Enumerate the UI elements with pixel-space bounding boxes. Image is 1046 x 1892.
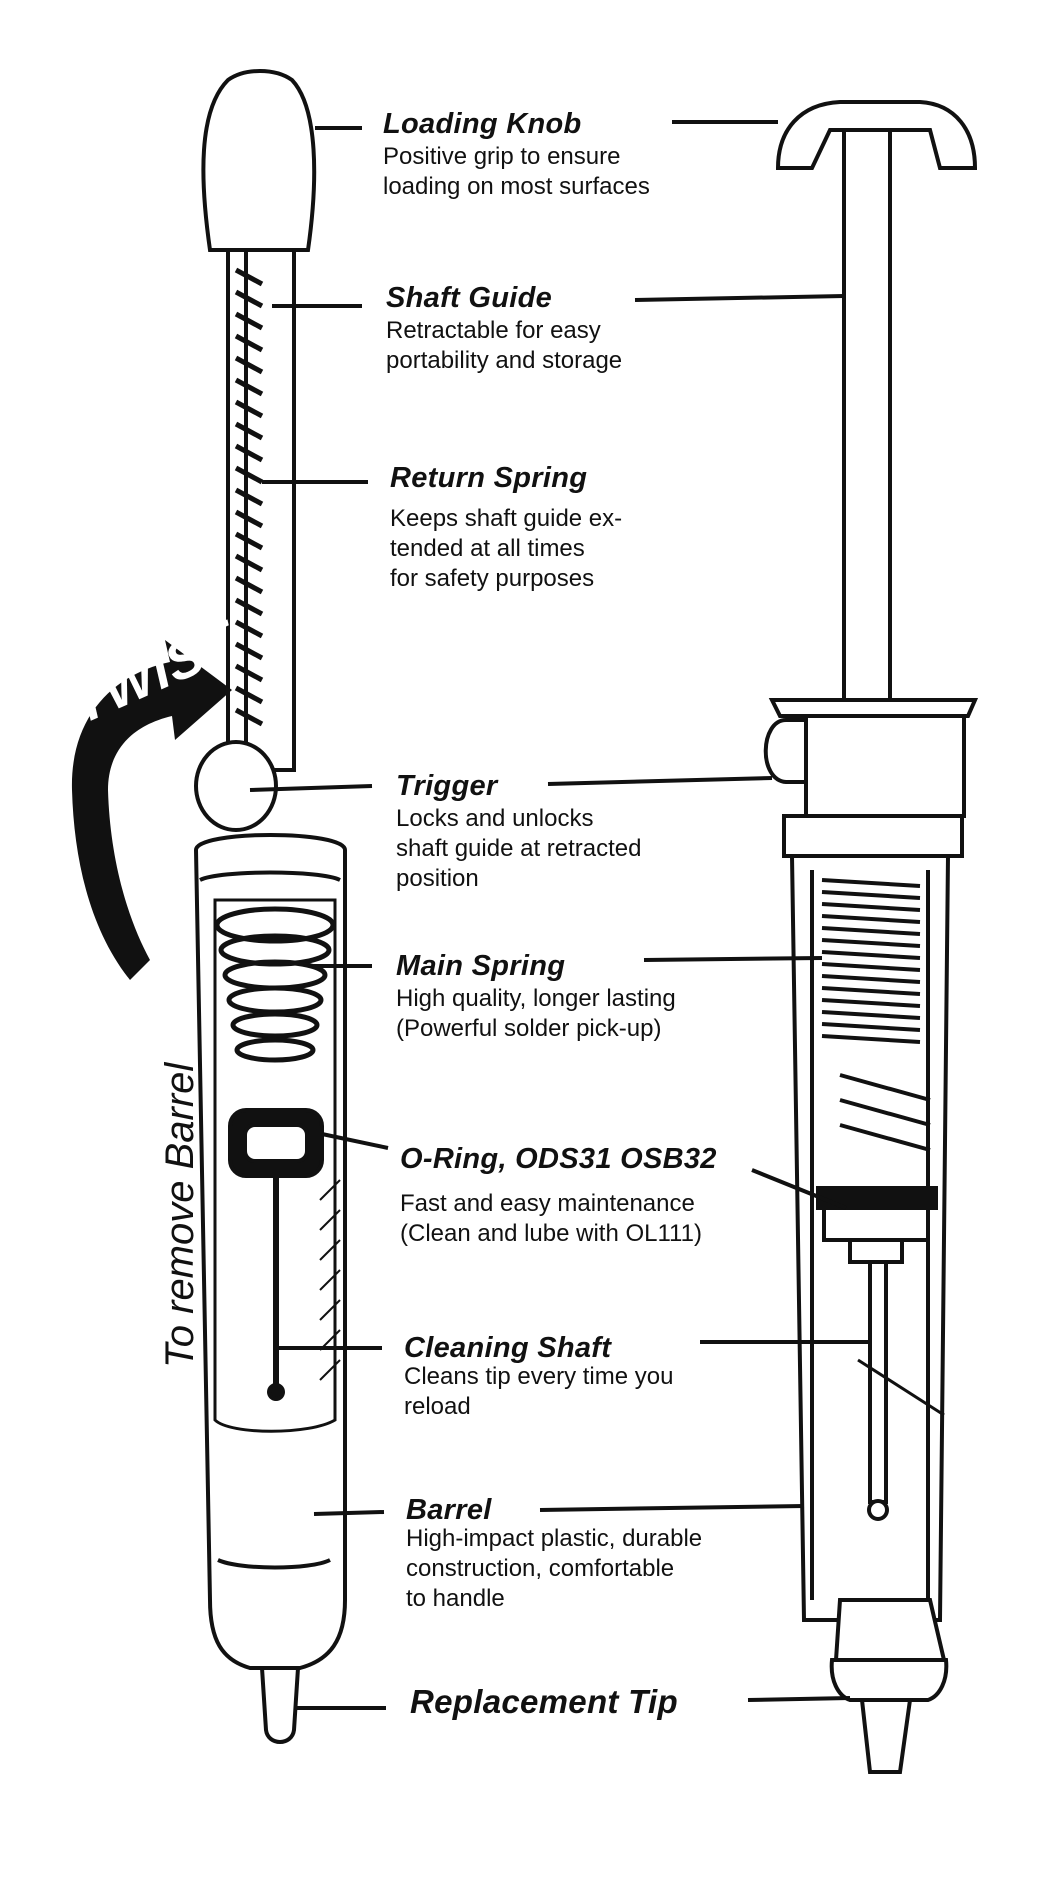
callout-description: Fast and easy maintenance (Clean and lub… <box>400 1189 717 1249</box>
callout-description: Keeps shaft guide ex- tended at all time… <box>390 504 622 594</box>
callout-o-ring: O-Ring, ODS31 OSB32 Fast and easy mainte… <box>400 1143 717 1249</box>
leader-barrel-right <box>539 1504 805 1512</box>
leader-o-ring-left <box>321 1132 389 1150</box>
leader-trigger-right <box>547 776 773 786</box>
twist-arrow <box>71 640 232 980</box>
right-main-spring <box>821 878 931 1152</box>
callout-trigger: Trigger Locks and unlocks shaft guide at… <box>396 770 641 894</box>
callout-line: tended at all times <box>390 535 585 562</box>
callout-title: Shaft Guide <box>386 282 553 314</box>
callout-line: Keeps shaft guide ex- <box>390 505 623 532</box>
callout-line: construction, comfortable <box>406 1555 675 1582</box>
left-replacement-tip <box>259 1666 301 1744</box>
left-return-spring <box>234 267 264 727</box>
callout-replacement-tip: Replacement Tip <box>410 1683 678 1720</box>
left-trigger <box>194 740 278 832</box>
callout-description: High quality, longer lasting (Powerful s… <box>396 984 676 1044</box>
callout-barrel: Barrel High-impact plastic, durable cons… <box>406 1494 702 1614</box>
callout-line: Fast and easy maintenance <box>400 1190 695 1217</box>
callout-line: loading on most surfaces <box>383 173 650 200</box>
callout-description: Positive grip to ensure loading on most … <box>383 142 650 202</box>
callout-description: Retractable for easy portability and sto… <box>386 316 622 376</box>
callout-line: Retractable for easy <box>386 317 601 344</box>
left-main-spring <box>214 906 336 1063</box>
callout-description: Cleans tip every time you reload <box>404 1362 673 1422</box>
callout-return-spring: Return Spring Keeps shaft guide ex- tend… <box>390 462 622 594</box>
callout-line: for safety purposes <box>390 565 595 592</box>
leader-shaft-guide-right <box>634 294 845 302</box>
callout-line: reload <box>404 1393 471 1420</box>
callout-title: Replacement Tip <box>410 1683 678 1720</box>
callout-line: High quality, longer lasting <box>396 985 676 1012</box>
right-loading-knob <box>775 100 978 170</box>
remove-barrel-label: To remove Barrel <box>158 1062 202 1368</box>
callout-title: Trigger <box>396 770 498 802</box>
leader-o-ring-right <box>751 1168 847 1210</box>
callout-description: High-impact plastic, durable constructio… <box>406 1524 702 1614</box>
callout-description: Locks and unlocks shaft guide at retract… <box>396 804 641 894</box>
callout-title: Barrel <box>406 1494 492 1526</box>
callout-line: (Powerful solder pick-up) <box>396 1015 662 1042</box>
callout-line: shaft guide at retracted <box>396 835 642 862</box>
callout-line: position <box>396 865 479 892</box>
callout-line: High-impact plastic, durable <box>406 1525 703 1552</box>
callout-title: O-Ring, ODS31 OSB32 <box>400 1143 717 1175</box>
right-trigger <box>763 718 812 784</box>
callout-title: Loading Knob <box>383 108 582 140</box>
leader-replacement-tip-right <box>747 1696 851 1702</box>
callout-line: Locks and unlocks <box>396 805 594 832</box>
leader-main-spring-right <box>643 956 823 962</box>
callout-shaft-guide: Shaft Guide Retractable for easy portabi… <box>386 282 622 376</box>
callout-cleaning-shaft: Cleaning Shaft Cleans tip every time you… <box>404 1332 673 1422</box>
callout-line: Cleans tip every time you <box>404 1363 674 1390</box>
right-replacement-tip <box>859 1698 913 1774</box>
callout-main-spring: Main Spring High quality, longer lasting… <box>396 950 676 1044</box>
right-cleaning-shaft <box>868 1260 888 1504</box>
callout-title: Main Spring <box>396 950 566 982</box>
callout-title: Cleaning Shaft <box>404 1332 612 1364</box>
leader-trigger-left <box>249 784 373 792</box>
right-pump-illustration <box>763 100 979 1774</box>
left-pump-illustration <box>193 69 347 1744</box>
leader-barrel-left <box>313 1510 385 1516</box>
callout-title: Return Spring <box>390 462 588 494</box>
callout-line: Positive grip to ensure <box>383 143 621 170</box>
callout-line: to handle <box>406 1585 505 1612</box>
leader-lines <box>249 120 870 1710</box>
callout-line: (Clean and lube with OL111) <box>400 1220 702 1247</box>
callout-line: portability and storage <box>386 347 623 374</box>
left-loading-knob <box>201 69 317 252</box>
right-shaft <box>842 128 892 702</box>
callout-loading-knob: Loading Knob Positive grip to ensure loa… <box>383 108 650 202</box>
